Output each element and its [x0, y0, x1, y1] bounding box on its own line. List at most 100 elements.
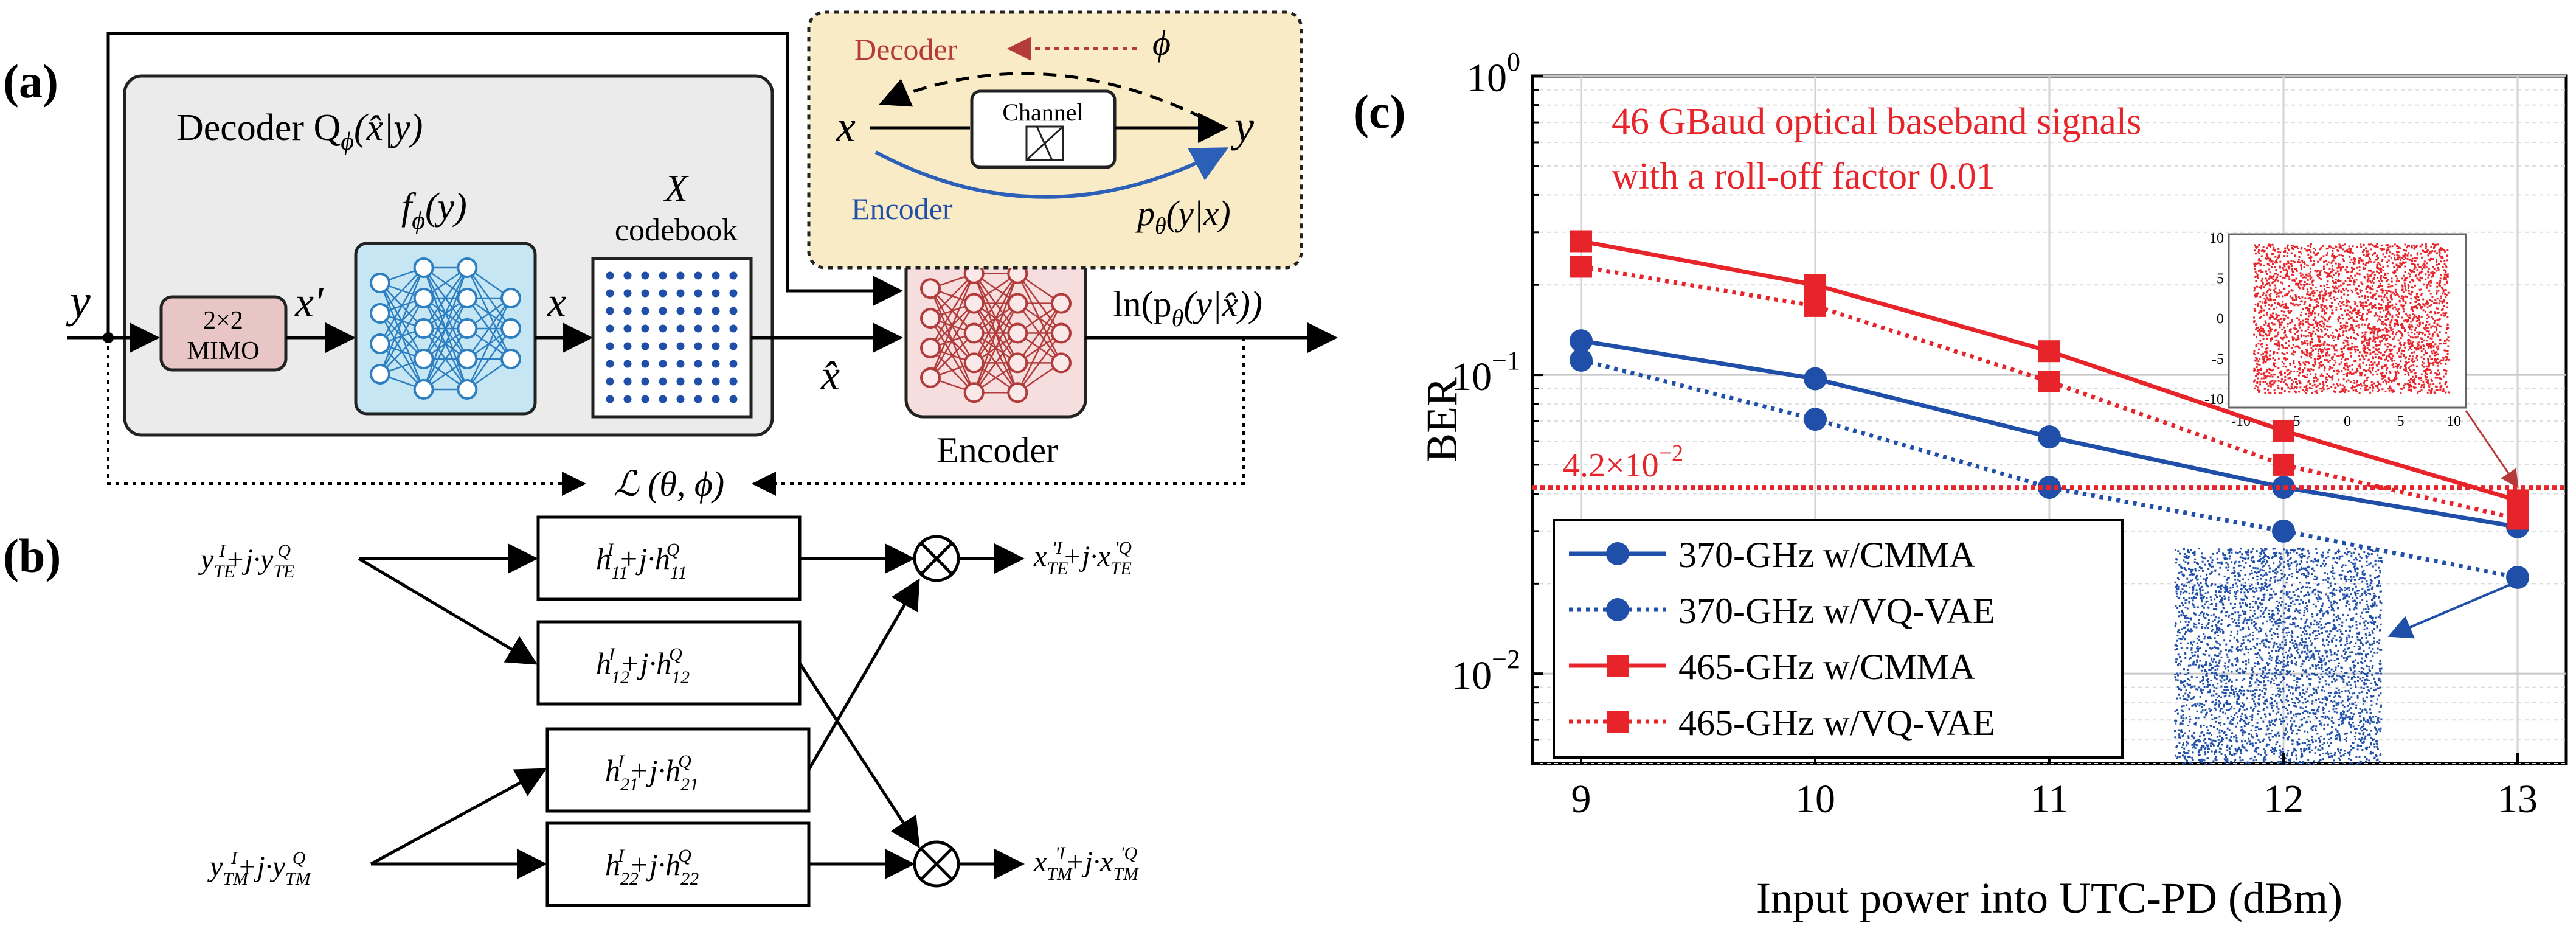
red-constellation-point — [2387, 299, 2389, 301]
red-constellation-point — [2401, 335, 2403, 336]
red-constellation-point — [2258, 249, 2260, 251]
red-constellation-point — [2362, 313, 2364, 315]
blue-constellation-point — [2284, 644, 2286, 646]
red-constellation-point — [2440, 260, 2442, 262]
red-constellation-point — [2406, 296, 2408, 298]
red-constellation-point — [2446, 249, 2448, 251]
red-constellation-point — [2316, 380, 2318, 382]
blue-constellation-point — [2223, 704, 2225, 706]
blue-constellation-point — [2373, 678, 2375, 680]
blue-constellation-point — [2244, 740, 2246, 742]
red-constellation-point — [2332, 379, 2333, 381]
red-constellation-point — [2426, 318, 2428, 319]
red-constellation-point — [2254, 304, 2256, 305]
red-constellation-point — [2412, 336, 2414, 338]
red-constellation-point — [2298, 259, 2300, 261]
red-constellation-point — [2371, 381, 2373, 383]
red-constellation-point — [2287, 387, 2289, 389]
red-constellation-point — [2263, 310, 2265, 312]
red-constellation-point — [2366, 286, 2368, 288]
blue-constellation-point — [2350, 571, 2352, 573]
red-constellation-point — [2347, 347, 2349, 349]
red-constellation-point — [2342, 283, 2344, 285]
red-constellation-point — [2439, 378, 2441, 380]
red-constellation-point — [2439, 282, 2441, 284]
red-constellation-point — [2363, 369, 2365, 371]
red-constellation-point — [2419, 322, 2421, 324]
blue-constellation-point — [2360, 678, 2361, 680]
red-constellation-point — [2424, 251, 2426, 253]
blue-constellation-point — [2186, 578, 2188, 580]
blue-constellation-point — [2297, 762, 2299, 764]
red-constellation-point — [2288, 266, 2290, 268]
red-constellation-point — [2324, 367, 2326, 369]
codebook-point — [624, 395, 632, 403]
red-constellation-point — [2345, 368, 2347, 370]
red-constellation-point — [2272, 380, 2274, 382]
blue-constellation-point — [2378, 616, 2380, 618]
red-constellation-point — [2351, 374, 2353, 375]
red-constellation-point — [2384, 351, 2386, 353]
red-constellation-point — [2377, 267, 2379, 269]
red-constellation-point — [2384, 273, 2386, 274]
red-constellation-point — [2388, 313, 2390, 315]
red-constellation-point — [2350, 290, 2352, 291]
red-constellation-point — [2432, 333, 2434, 335]
red-constellation-point — [2378, 356, 2380, 358]
blue-constellation-point — [2340, 631, 2342, 633]
red-constellation-point — [2314, 358, 2316, 360]
blue-constellation-point — [2373, 637, 2375, 639]
red-constellation-point — [2429, 369, 2431, 371]
red-constellation-point — [2263, 381, 2265, 383]
red-constellation-point — [2376, 259, 2378, 260]
red-constellation-point — [2277, 367, 2279, 369]
red-constellation-point — [2257, 360, 2259, 362]
red-constellation-point — [2445, 360, 2447, 361]
red-constellation-point — [2313, 295, 2315, 297]
blue-constellation-point — [2344, 706, 2346, 708]
red-constellation-point — [2260, 271, 2262, 273]
red-constellation-point — [2347, 309, 2349, 311]
red-constellation-point — [2353, 389, 2355, 391]
red-constellation-point — [2294, 328, 2296, 330]
red-constellation-point — [2397, 322, 2398, 324]
red-constellation-point — [2265, 258, 2267, 260]
red-constellation-point — [2360, 291, 2361, 293]
blue-constellation-point — [2377, 554, 2378, 556]
red-constellation-point — [2411, 260, 2413, 262]
red-constellation-point — [2346, 363, 2348, 364]
red-constellation-point — [2363, 308, 2364, 310]
red-constellation-point — [2350, 355, 2352, 357]
nn-node — [921, 279, 940, 298]
blue-constellation-point — [2333, 578, 2335, 580]
blue-constellation-point — [2198, 664, 2200, 666]
red-constellation-point — [2367, 309, 2369, 311]
red-constellation-point — [2260, 305, 2262, 307]
blue-constellation-point — [2349, 718, 2351, 720]
blue-constellation-point — [2337, 650, 2339, 652]
blue-constellation-point — [2278, 625, 2280, 627]
blue-constellation-point — [2291, 723, 2293, 725]
red-constellation-point — [2274, 256, 2276, 258]
red-constellation-point — [2408, 374, 2409, 376]
red-constellation-point — [2291, 252, 2293, 254]
red-constellation-point — [2317, 378, 2319, 380]
codebook-point — [730, 307, 738, 315]
red-constellation-point — [2381, 340, 2383, 342]
red-constellation-point — [2443, 305, 2445, 307]
red-constellation-point — [2284, 318, 2286, 320]
blue-constellation-point — [2239, 580, 2241, 582]
red-constellation-point — [2327, 348, 2329, 350]
red-constellation-point — [2351, 312, 2353, 314]
blue-constellation-point — [2277, 646, 2279, 648]
blue-constellation-point — [2355, 660, 2356, 661]
red-constellation-point — [2335, 291, 2336, 293]
blue-constellation-point — [2204, 763, 2206, 765]
blue-constellation-point — [2380, 610, 2382, 611]
red-constellation-point — [2387, 343, 2389, 344]
inset-x-label: x — [836, 102, 856, 151]
red-constellation-point — [2304, 367, 2305, 369]
red-constellation-point — [2323, 261, 2325, 263]
red-constellation-point — [2315, 360, 2316, 362]
red-constellation-point — [2299, 256, 2301, 258]
